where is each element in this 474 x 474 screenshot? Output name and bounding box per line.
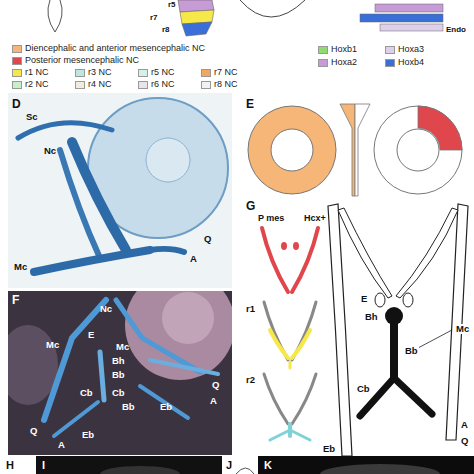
legend-text: Hoxa3: [398, 45, 424, 55]
structure-label: Eb: [82, 430, 94, 440]
legend-text: r5 NC: [151, 68, 175, 78]
structure-label: Q: [204, 234, 211, 244]
structure-label: A: [190, 254, 197, 264]
skeleton-r2: [264, 374, 316, 440]
legend-swatch: [138, 69, 148, 77]
photo-panel-f: [8, 291, 232, 455]
structure-label: A: [210, 396, 217, 406]
structure-label: Bh: [112, 356, 125, 366]
structure-label: P mes: [258, 214, 284, 224]
skeleton-p-mes: [262, 228, 318, 292]
legend-text: r7 NC: [214, 68, 238, 78]
structure-label: Eb: [322, 444, 336, 454]
structure-label: r1: [246, 304, 255, 314]
structure-label: Q: [30, 426, 37, 436]
legend-text: Hoxb4: [398, 58, 424, 68]
skeleton-hcx: [328, 204, 468, 456]
structure-label: Bb: [122, 402, 135, 412]
legend-text: r2 NC: [25, 80, 49, 90]
structure-label: Cb: [112, 388, 125, 398]
legend-text: Diencephalic and anterior mesencephalic …: [25, 44, 205, 54]
legend-swatch: [138, 81, 148, 89]
legend-text: r3 NC: [88, 68, 112, 78]
legend-swatch: [385, 46, 395, 54]
legend-swatch: [12, 69, 22, 77]
schematic-panel-e: [248, 104, 462, 196]
cut-off-label: r8: [162, 26, 170, 35]
legend-swatch: [201, 69, 211, 77]
structure-label: A: [58, 440, 65, 450]
legend-swatch: [75, 69, 85, 77]
structure-label: E: [360, 294, 368, 304]
bottom-strip-art: [36, 456, 474, 474]
photo-panel-d: [8, 93, 232, 288]
cut-off-label: r5: [168, 1, 176, 10]
legend-text: r6 NC: [151, 80, 175, 90]
structure-label: Mc: [455, 324, 470, 334]
legend-text: Hoxa2: [331, 58, 357, 68]
legend-text: Posterior mesencephalic NC: [25, 56, 139, 66]
structure-label: Mc: [116, 342, 129, 352]
structure-label: E: [88, 330, 94, 340]
panel-letter: I: [42, 459, 45, 471]
legend-swatch: [12, 57, 22, 65]
structure-label: A: [460, 420, 469, 430]
panel-letter: J: [226, 459, 232, 471]
structure-label: Q: [460, 436, 469, 446]
legend-swatch: [318, 46, 328, 54]
legend-swatch: [385, 59, 395, 67]
structure-label: Cb: [356, 384, 371, 394]
legend-swatch: [12, 45, 22, 53]
panel-letter: D: [12, 98, 21, 111]
structure-label: Bb: [404, 346, 419, 356]
structure-label: Hcx+: [304, 214, 326, 224]
structure-label: Cb: [80, 388, 93, 398]
panel-letter: E: [246, 98, 254, 111]
panel-letter: F: [12, 294, 19, 307]
legend-text: r1 NC: [25, 68, 49, 78]
legend-swatch: [201, 81, 211, 89]
structure-label: r2: [246, 375, 255, 385]
cut-off-label: r7: [150, 14, 158, 23]
structure-label: Nc: [100, 304, 112, 314]
panel-letter: H: [6, 459, 14, 471]
panel-letter: K: [264, 459, 272, 471]
legend-swatch: [75, 81, 85, 89]
legend-text: Hoxb1: [331, 45, 357, 55]
structure-label: Sc: [26, 112, 38, 122]
structure-label: Nc: [44, 146, 56, 156]
top-strip-art: [48, 0, 443, 36]
legend-text: r4 NC: [88, 80, 112, 90]
structure-label: Mc: [14, 262, 27, 272]
skeleton-r1: [264, 302, 316, 368]
structure-label: Mc: [46, 340, 59, 350]
legend-swatch: [318, 59, 328, 67]
structure-label: Bb: [112, 370, 125, 380]
panel-letter: G: [246, 200, 255, 213]
legend-swatch: [12, 81, 22, 89]
legend-text: r8 NC: [214, 80, 238, 90]
structure-label: Bh: [364, 312, 379, 322]
structure-label: Q: [212, 380, 219, 390]
structure-label: Eb: [160, 402, 172, 412]
cut-off-label: Endo: [446, 26, 466, 35]
